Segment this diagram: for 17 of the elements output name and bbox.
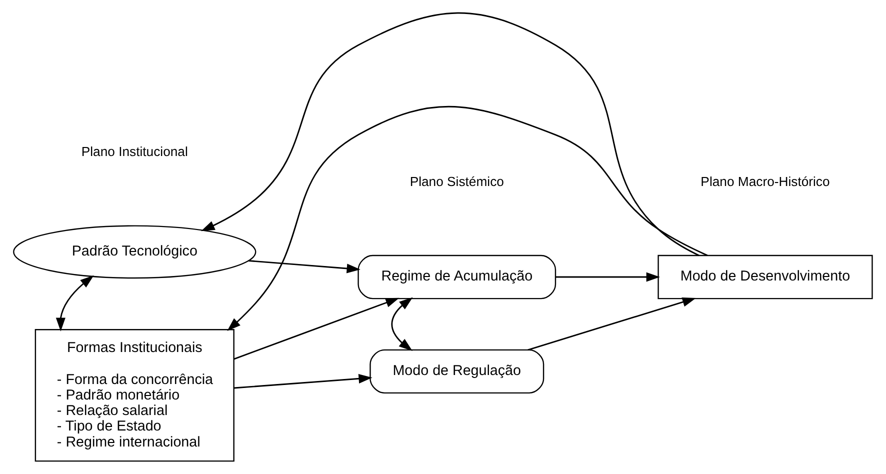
node-box: Modo de Desenvolvimento xyxy=(658,254,873,300)
label: Plano Institucional xyxy=(81,144,188,160)
arrow xyxy=(56,275,94,332)
node-box: Regime de Acumulação xyxy=(358,254,556,300)
arrow xyxy=(248,260,360,274)
node-box: Modo de Regulação xyxy=(370,349,544,394)
label: Plano Sistémico xyxy=(410,174,504,189)
node-box: Formas Institucionais - Forma da concorrência - Padrão monetário - Relação salarial - Tipo de Estado - Regime internacional xyxy=(34,329,234,462)
arrow xyxy=(201,12,700,256)
arrow xyxy=(227,106,708,331)
arrow xyxy=(234,298,400,360)
node-ellipse: Padrão Tecnológico xyxy=(13,225,256,279)
arrow xyxy=(391,297,413,352)
arrow xyxy=(234,374,372,389)
arrow xyxy=(556,272,660,282)
label: Plano Macro-Histórico xyxy=(700,174,830,189)
arrow xyxy=(528,297,696,351)
